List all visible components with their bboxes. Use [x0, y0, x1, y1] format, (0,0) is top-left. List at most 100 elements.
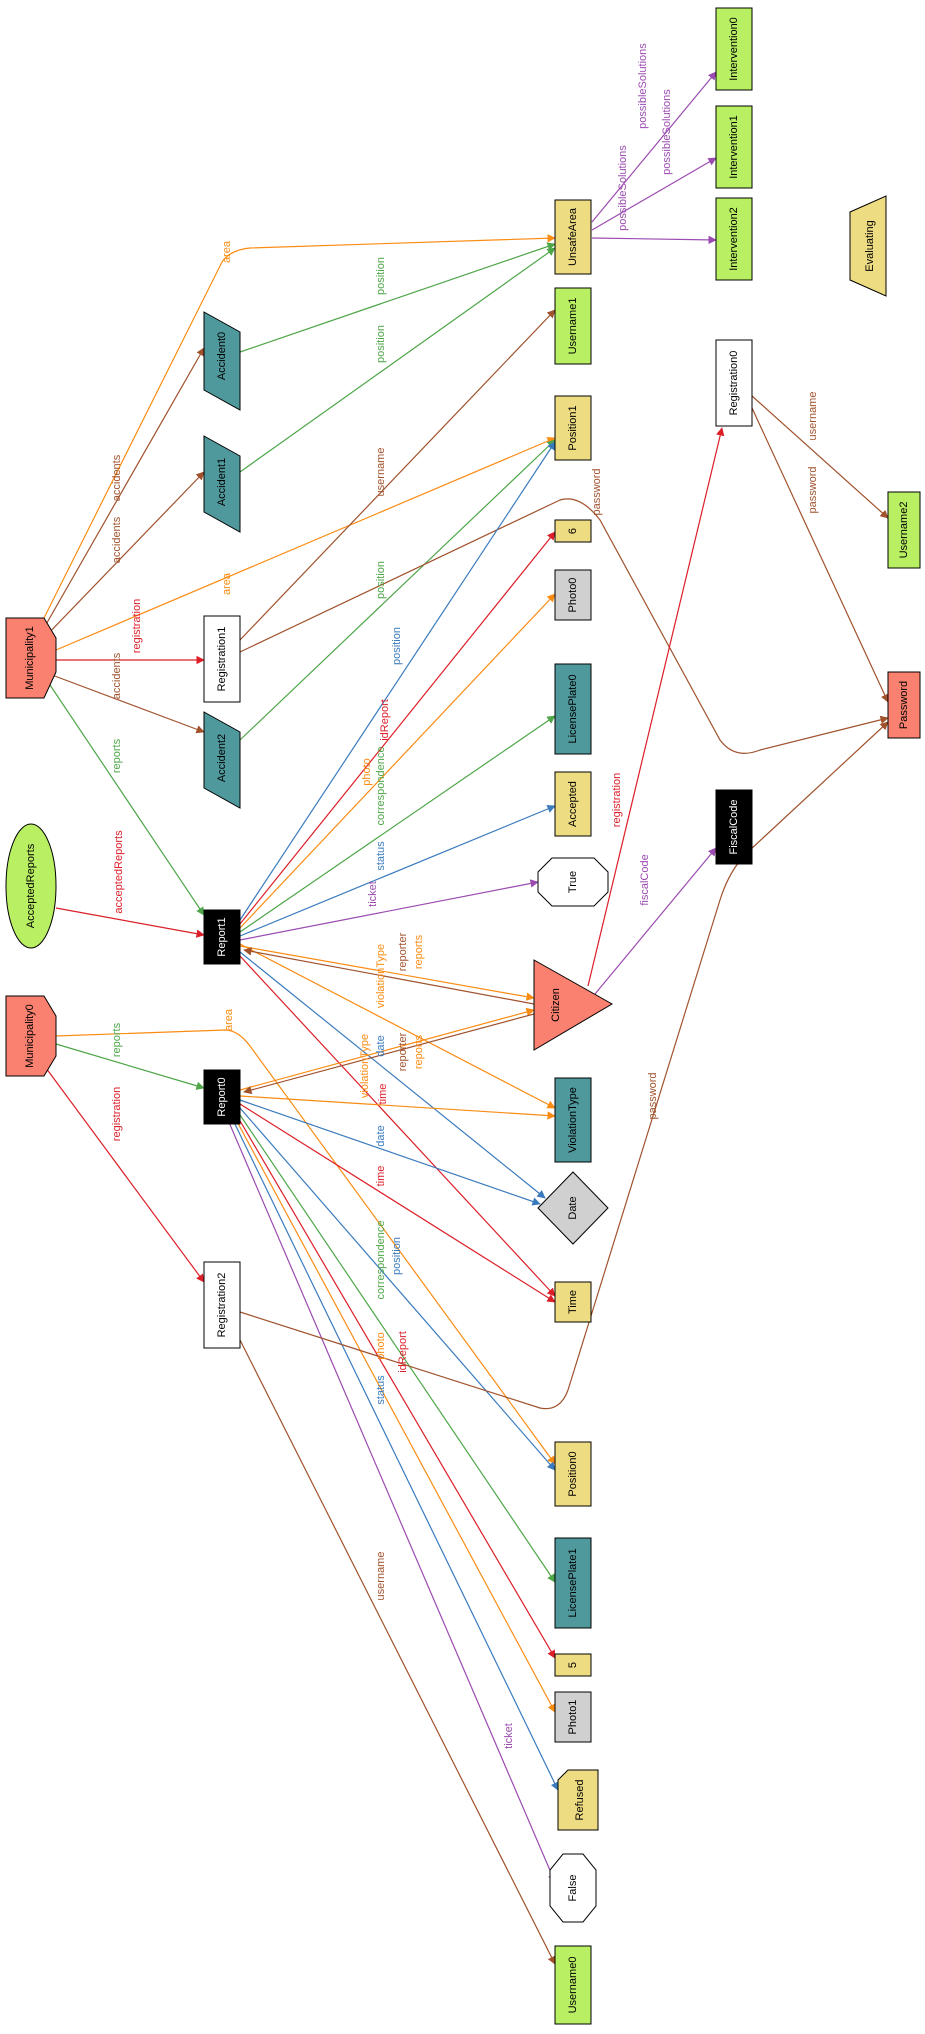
node-registration1[interactable]: Registration1 — [203, 615, 241, 703]
edge-report1-ticket-true — [239, 879, 539, 941]
edge-label: correspondence — [375, 1221, 387, 1300]
node-6[interactable]: 6 — [554, 519, 592, 543]
edge-report0-time-time — [239, 1103, 556, 1303]
edge-registration0-username-username2 — [751, 395, 889, 519]
edge-label: time — [377, 1084, 389, 1105]
node-true[interactable]: True — [537, 857, 609, 907]
node-password[interactable]: Password — [887, 671, 921, 739]
edges — [43, 71, 889, 1965]
edge-label: reports — [111, 1022, 123, 1057]
edge-report0-violationtype-citizen — [239, 1007, 535, 1091]
node-accepted[interactable]: Accepted — [554, 771, 592, 837]
edge-report0-status-refused — [231, 1117, 559, 1791]
node-fiscalcode[interactable]: FiscalCode — [715, 789, 753, 865]
node-label: Registration0 — [728, 351, 740, 416]
node-accident2[interactable]: Accident2 — [203, 711, 241, 809]
edge-label: possibleSolutions — [617, 145, 629, 231]
node-citizen[interactable]: Citizen — [533, 959, 614, 1051]
node-refused[interactable]: Refused — [557, 1769, 599, 1831]
edge-label: position — [391, 627, 403, 665]
edge-label: area — [223, 1008, 235, 1031]
node-evaluating[interactable]: Evaluating — [849, 195, 887, 297]
node-label: Time — [567, 1290, 579, 1314]
node-5[interactable]: 5 — [554, 1653, 592, 1677]
node-time[interactable]: Time — [554, 1281, 592, 1323]
edge-label: accidents — [111, 516, 123, 563]
edge-label: photo — [375, 1332, 387, 1360]
node-report0[interactable]: Report0 — [203, 1069, 241, 1125]
edge-label: area — [221, 572, 233, 595]
node-violationtype[interactable]: ViolationType — [554, 1077, 592, 1163]
node-licenseplate1[interactable]: LicensePlate1 — [554, 1537, 592, 1629]
edge-label: ticket — [367, 881, 379, 907]
node-date[interactable]: Date — [537, 1171, 609, 1245]
edge-report1-status-accepted — [239, 805, 556, 937]
edge-accident2-position-position1 — [239, 439, 556, 741]
node-username2[interactable]: Username2 — [887, 491, 921, 569]
node-label: Username1 — [567, 298, 579, 355]
edge-labels: area accidents accidents area registrati… — [111, 43, 819, 1749]
node-label: LicensePlate0 — [567, 674, 579, 743]
edge-municipality1-accidents-accident1 — [43, 471, 205, 639]
edge-label: correspondence — [375, 747, 387, 826]
edge-label: position — [375, 257, 387, 295]
edge-label: date — [375, 1035, 387, 1056]
node-report1[interactable]: Report1 — [203, 909, 241, 965]
node-unsafearea[interactable]: UnsafeArea — [554, 199, 592, 275]
node-label: Registration1 — [216, 627, 228, 692]
edge-municipality0-area-position0 — [55, 1029, 556, 1465]
node-photo0[interactable]: Photo0 — [554, 569, 592, 621]
node-label: Intervention0 — [728, 17, 740, 81]
node-acceptedreports[interactable]: AcceptedReports — [5, 823, 57, 949]
edge-label: date — [375, 1125, 387, 1146]
edge-report0-ticket-false — [227, 1119, 556, 1883]
edge-label: violationType — [375, 944, 387, 1008]
node-municipality1[interactable]: Municipality1 — [5, 617, 57, 699]
node-label: Position1 — [567, 405, 579, 450]
edge-municipality1-reports-report1 — [47, 681, 205, 916]
edge-label: idReport — [397, 1331, 409, 1373]
edge-label: ticket — [503, 1723, 515, 1749]
node-registration0[interactable]: Registration0 — [715, 339, 753, 427]
edge-label: idReport — [379, 699, 391, 741]
node-registration2[interactable]: Registration2 — [203, 1261, 241, 1349]
edge-label: possibleSolutions — [661, 89, 673, 175]
node-label: Position0 — [567, 1451, 579, 1496]
edge-report1-idreport-6 — [239, 531, 556, 925]
edge-registration0-password-password — [751, 407, 889, 703]
node-label: Username2 — [898, 502, 910, 559]
edge-label: acceptedReports — [113, 830, 125, 914]
node-label: 6 — [567, 528, 579, 534]
node-municipality0[interactable]: Municipality0 — [5, 995, 57, 1077]
node-accident0[interactable]: Accident0 — [203, 311, 241, 411]
edge-label: accidents — [111, 652, 123, 699]
node-label: Photo1 — [567, 1700, 579, 1735]
node-label: Password — [898, 681, 910, 729]
node-intervention0[interactable]: Intervention0 — [715, 7, 753, 91]
edge-label: status — [375, 841, 387, 871]
node-label: Accepted — [567, 781, 579, 827]
edge-unsafearea-possiblesolutions-intervention0 — [591, 71, 717, 223]
edge-report0-violationtype-violationtype — [239, 1095, 556, 1120]
edge-label: area — [221, 240, 233, 263]
node-label: True — [567, 871, 579, 893]
node-username0[interactable]: Username0 — [554, 1945, 592, 2025]
node-intervention2[interactable]: Intervention2 — [715, 197, 753, 281]
node-photo1[interactable]: Photo1 — [554, 1691, 592, 1743]
node-label: Username0 — [567, 1957, 579, 2014]
node-position0[interactable]: Position0 — [554, 1441, 592, 1507]
edge-report1-position-position1 — [239, 441, 556, 921]
node-position1[interactable]: Position1 — [554, 395, 592, 461]
edge-municipality1-accidents-accident0 — [43, 347, 205, 629]
edge-label: registration — [111, 1087, 123, 1141]
node-licenseplate0[interactable]: LicensePlate0 — [554, 663, 592, 755]
edge-municipality1-accidents-accident2 — [43, 671, 205, 734]
edge-unsafearea-possiblesolutions-intervention2 — [591, 235, 717, 245]
edge-report0-date-date — [239, 1099, 541, 1206]
node-accident1[interactable]: Accident1 — [203, 435, 241, 533]
node-intervention1[interactable]: Intervention1 — [715, 105, 753, 189]
node-username1[interactable]: Username1 — [554, 287, 592, 365]
node-false[interactable]: False — [549, 1853, 597, 1923]
edge-label: username — [375, 1552, 387, 1601]
